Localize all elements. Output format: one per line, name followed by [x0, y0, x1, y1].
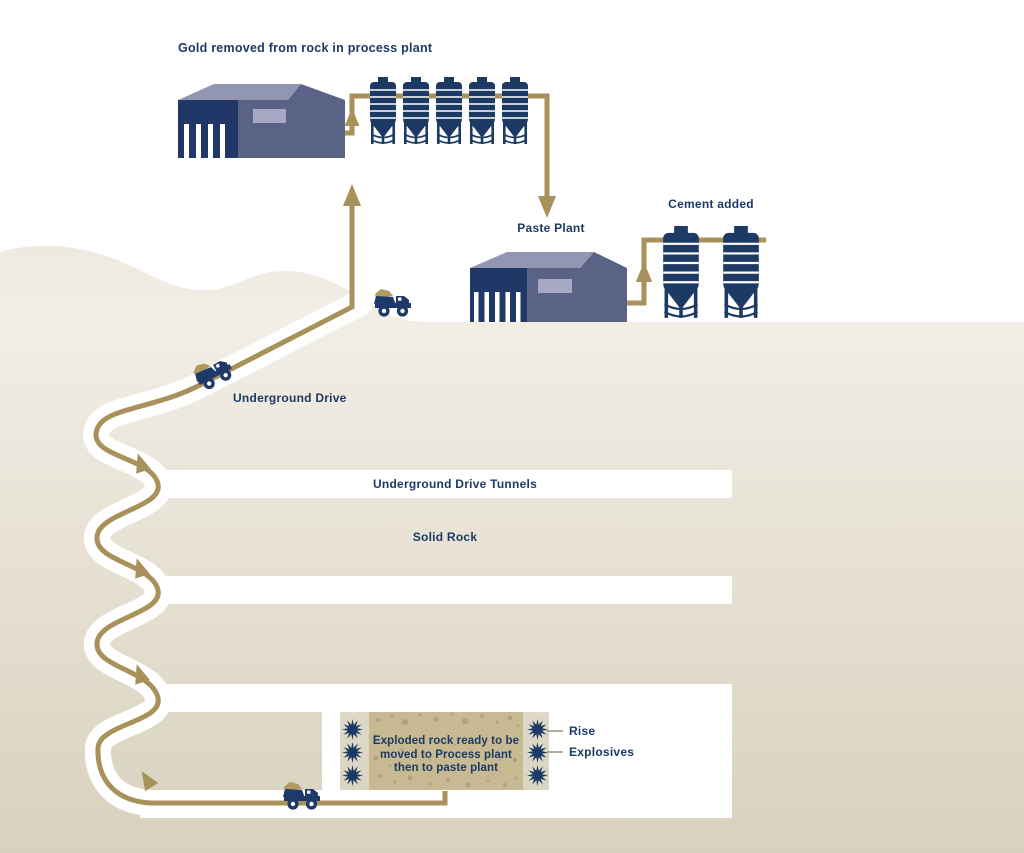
rise-shaft-right: [549, 712, 732, 790]
paste-plant-label: Paste Plant: [517, 221, 585, 235]
explosives-label: Explosives: [569, 745, 635, 759]
arrow-up-cement: [635, 262, 653, 282]
rise-shaft-left: [322, 712, 340, 790]
diagram-title: Gold removed from rock in process plant: [178, 41, 433, 55]
rock-speckles: [373, 712, 520, 788]
exploded-rock-caption: Exploded rock ready to be moved to Proce…: [366, 735, 526, 776]
explosive-charges-right: [526, 718, 549, 787]
tunnel-level-3: [152, 684, 732, 712]
arrow-up-plant-elbow: [344, 108, 360, 126]
cement-added-label: Cement added: [668, 197, 754, 211]
arrow-up-to-process-plant: [343, 184, 361, 206]
flow-process-to-silos: [340, 93, 550, 210]
solid-rock-label: Solid Rock: [412, 530, 478, 544]
underground-drive-tunnels-label: Underground Drive Tunnels: [372, 477, 538, 491]
ore-silos: [369, 77, 529, 145]
explosive-charges-left: [341, 718, 364, 787]
tunnel-level-1: [152, 470, 732, 498]
paste-plant-window: [538, 279, 572, 293]
haul-truck-surface: [374, 289, 411, 317]
exploded-rock-caption-line3: then to paste plant: [393, 762, 499, 774]
label-connector-lines: [547, 730, 563, 753]
exploded-rock-caption-line2: moved to Process plant: [380, 748, 512, 761]
exploded-rock-box: [369, 712, 523, 790]
tunnel-level-2: [152, 576, 732, 604]
stope-zone: [322, 712, 732, 790]
rise-label: Rise: [569, 724, 596, 738]
plant-window: [253, 109, 286, 123]
flow-ore-haul-route: [93, 205, 448, 806]
underground-drive-label: Underground Drive: [233, 391, 347, 405]
exploded-rock-caption-line1: Exploded rock ready to be: [372, 735, 520, 747]
paste-plant-building: [470, 252, 627, 322]
arrow-down-to-paste-plant: [538, 196, 556, 218]
process-plant-building: [178, 84, 345, 158]
